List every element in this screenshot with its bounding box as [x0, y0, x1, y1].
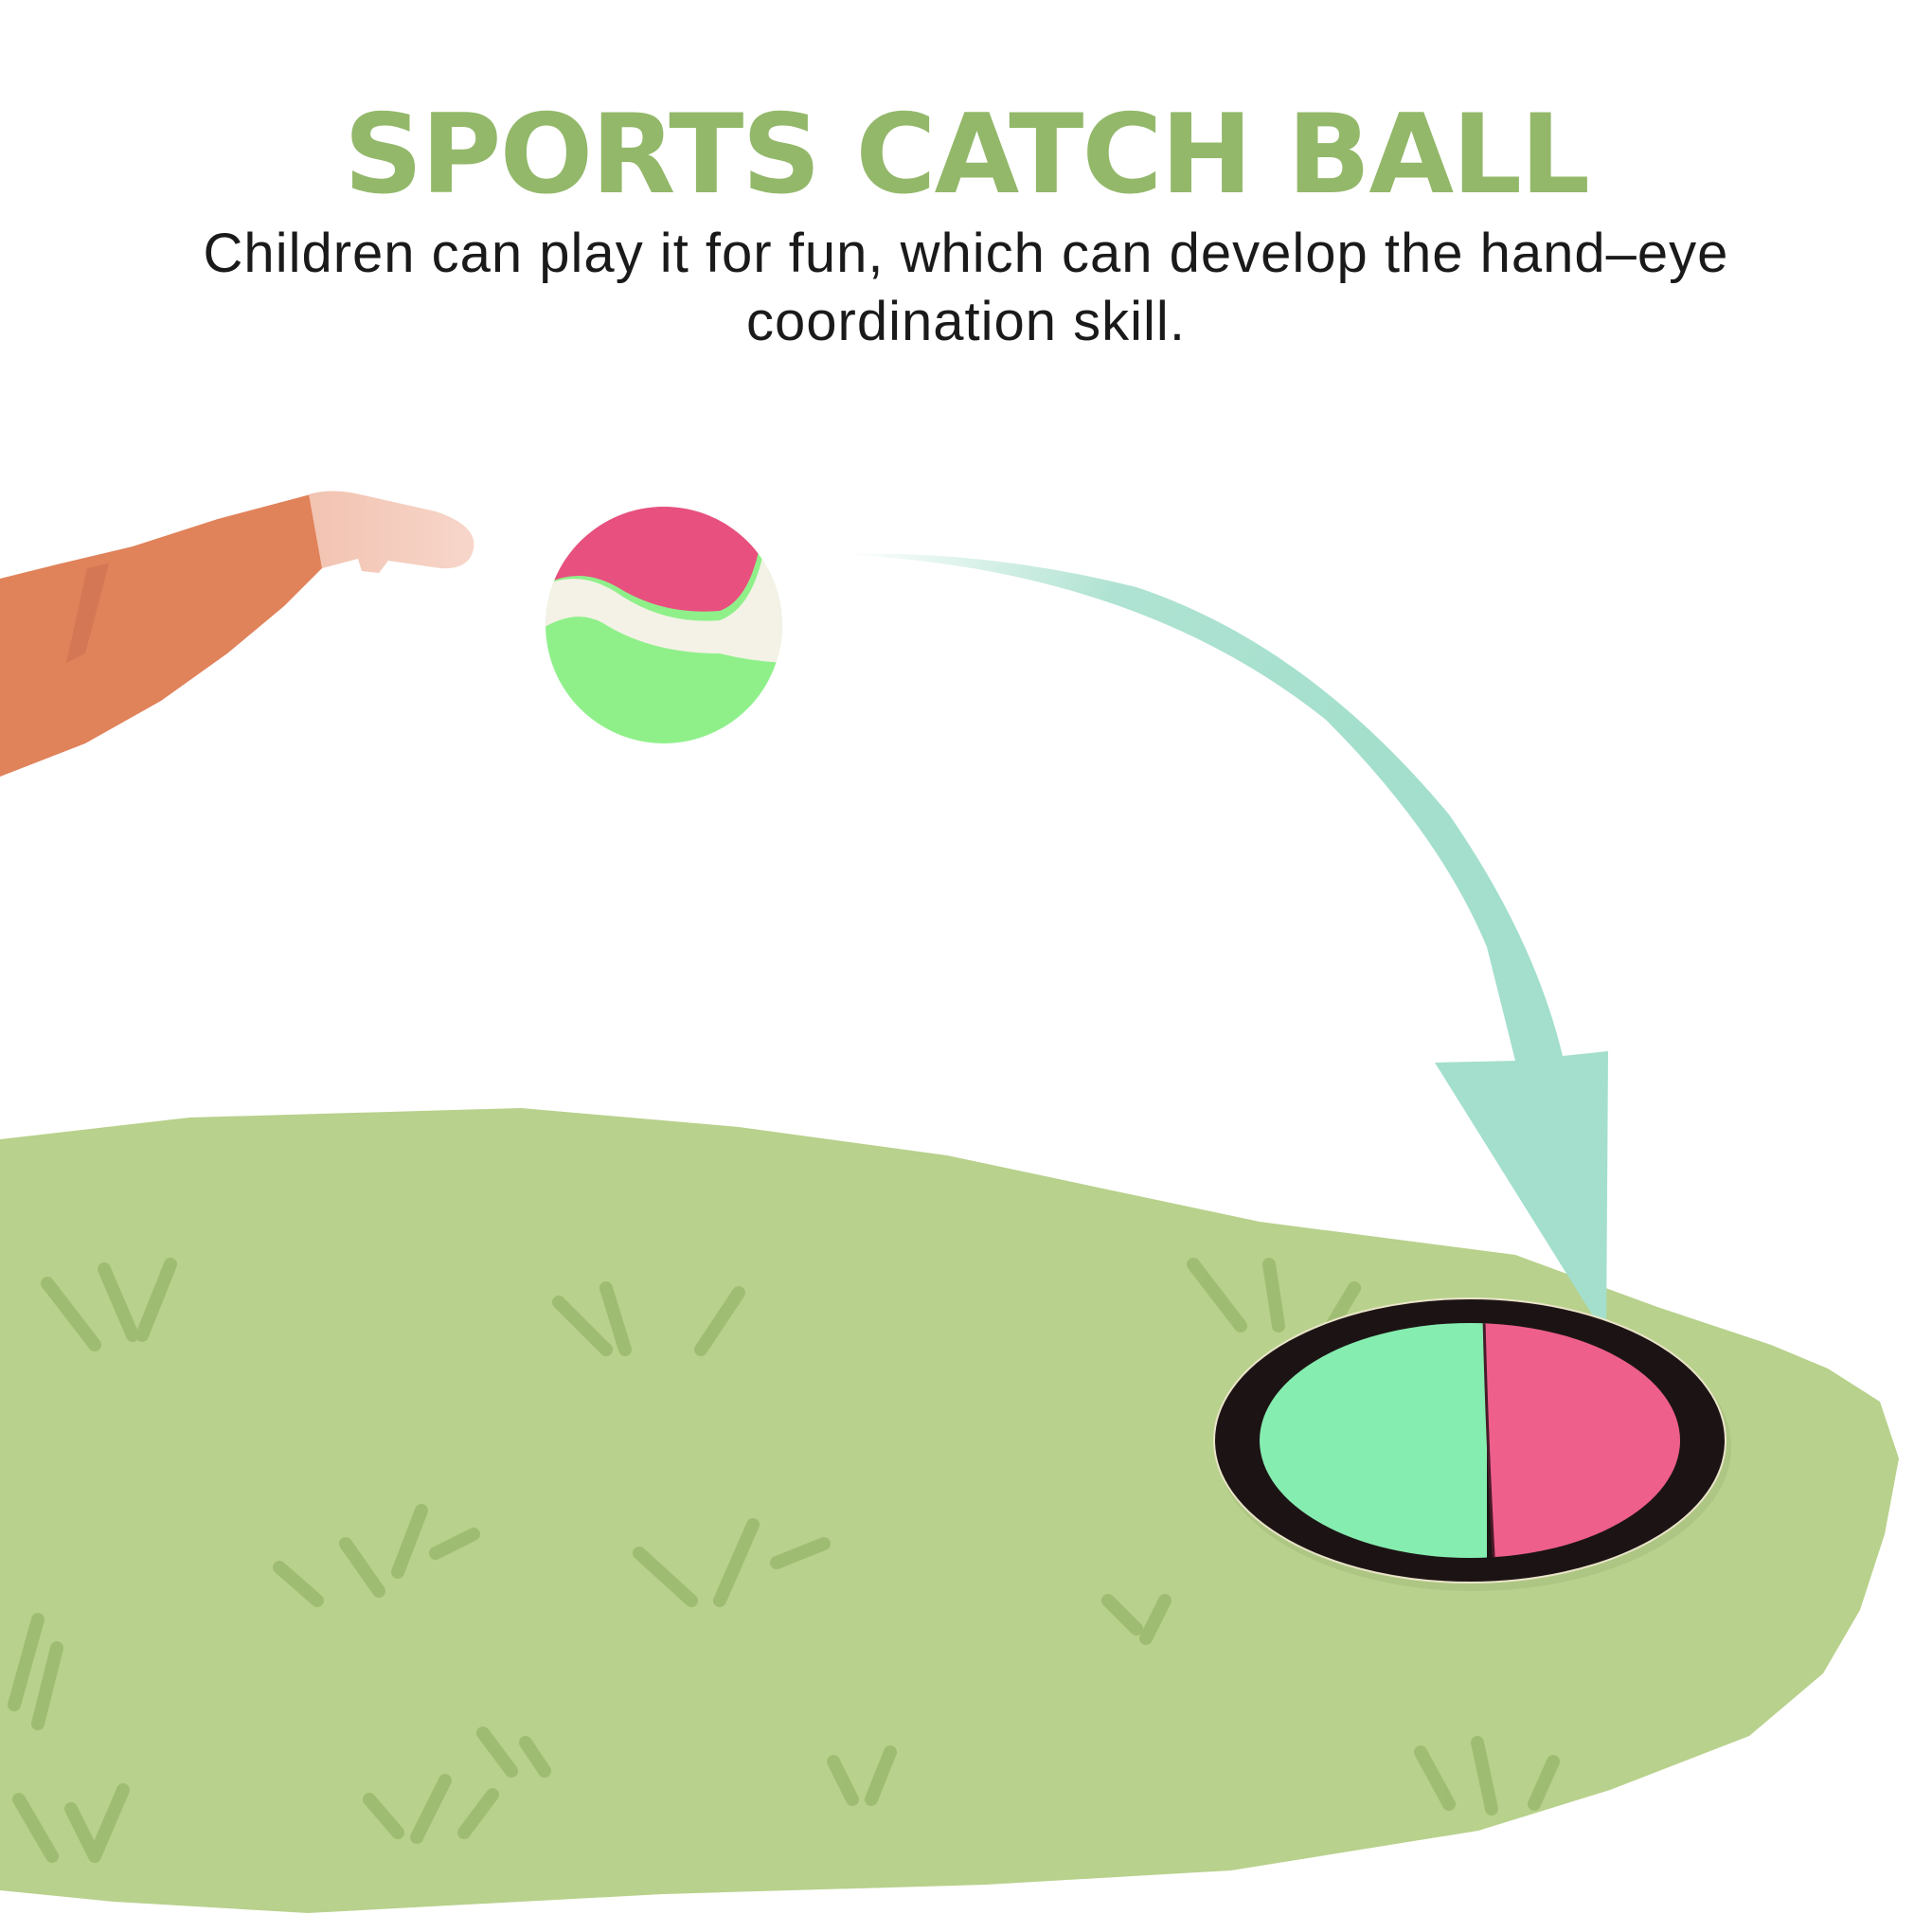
arm-sleeve — [0, 494, 322, 777]
catch-ball — [546, 507, 782, 743]
grass-blades — [8, 1258, 1560, 1863]
arm-shadow — [66, 564, 109, 663]
subtitle-line-1: Children can play it for fun, which can … — [203, 223, 1729, 284]
catch-paddle — [1213, 1297, 1731, 1591]
ball-seam — [546, 530, 782, 663]
throwing-arm — [0, 491, 474, 777]
paddle-divider — [1482, 1323, 1496, 1558]
hand — [309, 491, 474, 573]
subtitle-line-2: coordination skill. — [746, 291, 1186, 352]
page-title: SPORTS CATCH BALL — [344, 91, 1590, 219]
subtitle: Children can play it for fun, which can … — [95, 220, 1837, 356]
